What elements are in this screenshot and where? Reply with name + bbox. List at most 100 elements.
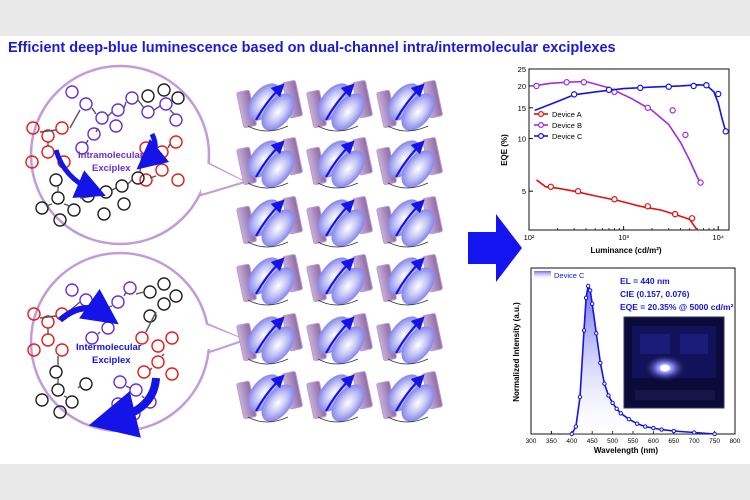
exciplex-grid [236,80,443,423]
eqe-legend-marker [537,133,544,140]
el-data-point [585,283,591,289]
el-data-point [569,431,574,437]
eqe-data-point [605,86,613,94]
el-data-point [634,421,640,426]
exciplex-unit [376,196,443,248]
el-data-point [712,431,717,437]
el-annotation-eqe: EQE = 20.35% @ 5000 cd/m² [620,302,734,312]
el-data-point [583,295,589,301]
el-x-tick-label: 450 [587,438,598,445]
bottom-band [0,464,750,500]
eqe-y-axis-label: EQE (%) [500,134,509,166]
eqe-legend: Device A Device B Device C [534,110,583,141]
el-data-point [606,393,611,398]
el-data-point [587,288,593,293]
exciplex-unit [376,313,443,365]
el-data-point [692,430,697,435]
exciplex-unit [236,254,303,306]
inter-arrow-bottom [88,377,160,438]
eqe-y-tick-label: 25 [518,65,526,74]
exciplex-unit [376,371,443,423]
eqe-data-point [547,183,555,190]
eqe-plot-area [528,68,730,231]
el-data-point [590,301,595,306]
exciplex-unit [306,313,373,365]
eqe-data-point [688,215,696,222]
eqe-data-point [722,128,729,135]
eqe-legend-marker [537,110,544,117]
eqe-legend-marker [537,121,544,128]
intra-arrow-right [136,132,170,170]
exciplex-unit [236,313,303,365]
el-data-point [643,424,648,429]
inter-arrow-top [58,288,119,325]
eqe-data-point [644,104,651,111]
eqe-data-point [611,196,618,203]
eqe-data-point [669,107,676,114]
el-data-point [577,394,583,400]
el-annotation-peak: EL = 440 nm [620,276,670,286]
eqe-data-point [637,84,644,92]
el-data-point [594,331,599,336]
inter-label-2: Exciplex [92,355,131,366]
el-x-tick-label: 350 [546,438,557,445]
el-series [569,283,717,437]
el-x-tick-label: 650 [668,438,679,445]
top-band [0,0,750,36]
eqe-data-point [682,131,689,139]
exciplex-unit [306,137,373,189]
el-data-point [581,328,587,333]
intermolecular-bubble: Intermolecular Exciplex [27,251,248,438]
el-x-tick-label: 700 [689,438,700,445]
el-data-point [651,425,656,431]
el-data-point [626,417,632,422]
el-data-point [618,411,623,416]
el-annotation-cie: CIE (0.157, 0.076) [620,289,690,299]
intra-arrow-left [53,149,106,198]
eqe-y-tick-label: 15 [518,104,526,113]
exciplex-unit [236,137,303,189]
intra-label-1: Intramolecular [78,150,144,161]
eqe-y-tick-label: 5 [522,187,526,196]
eqe-data-point [690,82,697,90]
intramolecular-bubble: Intramolecular Exciplex [25,64,248,246]
eqe-legend-label: Device C [552,132,583,141]
el-x-tick-label: 500 [607,438,618,445]
eqe-x-tick-label: 10³ [618,233,629,242]
el-x-tick-label: 300 [526,438,537,445]
eqe-y-tick-label: 10 [518,135,526,144]
inter-label-1: Intermolecular [76,342,142,353]
el-data-point [602,381,607,386]
el-x-tick-label: 550 [628,438,639,445]
el-data-point [610,400,615,406]
el-data-point [598,360,603,366]
el-data-point [614,406,619,412]
eqe-data-point [533,82,540,90]
el-data-point [659,427,664,432]
el-x-tick-label: 400 [566,438,577,445]
eqe-data-point [697,179,704,186]
eqe-data-point [574,188,582,195]
eqe-legend-label: Device A [552,110,582,119]
el-data-point [573,424,579,429]
exciplex-unit [236,371,303,423]
eqe-series-line-device-b [532,80,702,185]
el-x-tick-label: 600 [648,438,659,445]
exciplex-unit [306,254,373,306]
eqe-data-point [563,79,570,86]
eqe-legend-label: Device B [552,121,582,130]
el-x-tick-label: 800 [730,438,741,445]
el-data-point [671,428,676,434]
eqe-data-point [703,81,710,89]
eqe-data-point [570,91,578,98]
eqe-data-point [644,203,651,210]
exciplex-unit [236,196,303,248]
el-y-axis-label: Normalized Intensity (a.u.) [512,302,521,402]
figure-title: Efficient deep-blue luminescence based o… [8,40,616,56]
eqe-data-point [665,83,672,90]
